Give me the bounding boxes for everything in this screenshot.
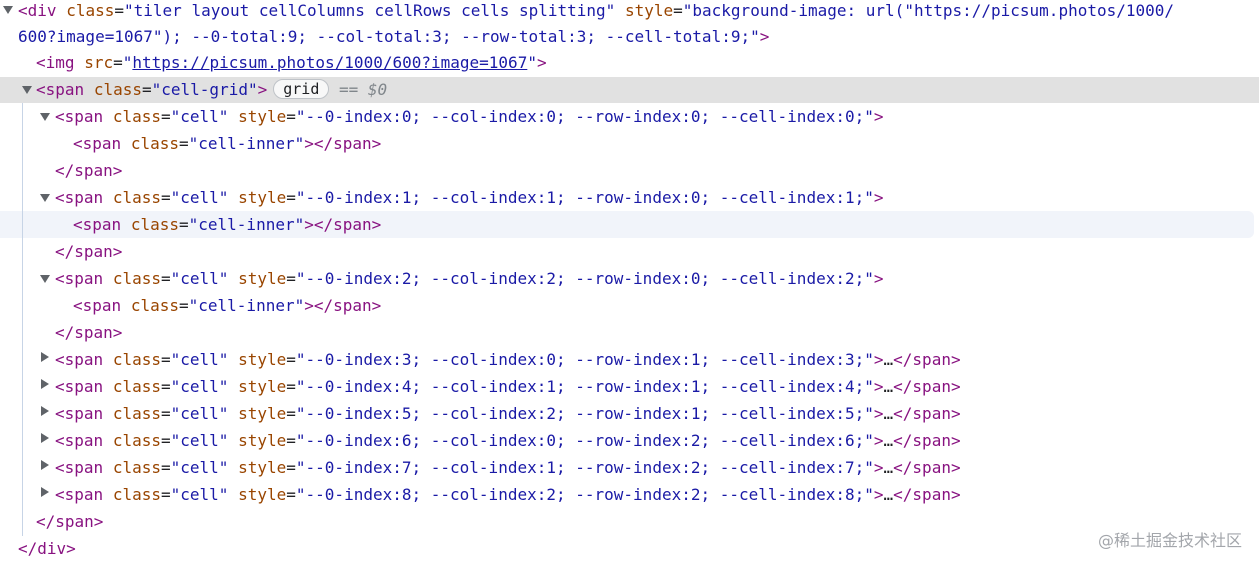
node-close-span[interactable]: </span> bbox=[55, 242, 123, 261]
node-span-cell-inner[interactable]: <span class="cell-inner"></span> bbox=[73, 215, 382, 234]
attr-value-style: --0-index:4; --col-index:1; --row-index:… bbox=[305, 377, 865, 396]
node-span-cell-collapsed[interactable]: <span class="cell" style="--0-index:5; -… bbox=[55, 404, 961, 423]
attr-value-class: cell bbox=[180, 377, 219, 396]
attr-value-class: cell bbox=[180, 269, 219, 288]
triangle-right-icon[interactable] bbox=[41, 433, 49, 443]
node-close-span[interactable]: </span> bbox=[55, 161, 123, 180]
attr-value-style: --0-index:7; --col-index:1; --row-index:… bbox=[305, 458, 865, 477]
attr-value-class: cell bbox=[180, 404, 219, 423]
node-span-cell-inner[interactable]: <span class="cell-inner"></span> bbox=[73, 296, 382, 315]
attr-value-class: cell bbox=[180, 350, 219, 369]
attr-value-style: --0-index:6; --col-index:0; --row-index:… bbox=[305, 431, 865, 450]
attr-value-style: --0-index:3; --col-index:0; --row-index:… bbox=[305, 350, 865, 369]
node-span-cell[interactable]: <span class="cell" style="--0-index:2; -… bbox=[55, 269, 884, 288]
attr-value-style: --0-index:5; --col-index:2; --row-index:… bbox=[305, 404, 865, 423]
node-div-tiler-open[interactable]: <div class="tiler layout cellColumns cel… bbox=[18, 1, 1175, 20]
attr-value-style: --0-index:1; --col-index:1; --row-index:… bbox=[305, 188, 865, 207]
attr-value-style: background-image: url("https://picsum.ph… bbox=[692, 1, 1175, 20]
triangle-down-icon[interactable] bbox=[3, 6, 13, 14]
grid-badge[interactable]: grid bbox=[273, 79, 330, 99]
attr-value-style: --0-index:8; --col-index:2; --row-index:… bbox=[305, 485, 865, 504]
attr-value-style-cont: 600?image=1067"); --0-total:9; --col-tot… bbox=[18, 27, 751, 46]
watermark-text: @稀土掘金技术社区 bbox=[1097, 531, 1242, 550]
triangle-right-icon[interactable] bbox=[41, 379, 49, 389]
triangle-down-icon[interactable] bbox=[22, 86, 32, 94]
triangle-right-icon[interactable] bbox=[41, 460, 49, 470]
node-span-cell[interactable]: <span class="cell" style="--0-index:0; -… bbox=[55, 107, 884, 126]
triangle-down-icon[interactable] bbox=[40, 275, 50, 283]
node-span-cell-inner[interactable]: <span class="cell-inner"></span> bbox=[73, 134, 382, 153]
tag-name: div bbox=[27, 1, 57, 20]
attr-value-class: cell-grid bbox=[161, 80, 248, 99]
node-close-div[interactable]: </div> bbox=[18, 539, 76, 558]
attr-value-class: cell-inner bbox=[198, 134, 295, 153]
node-span-cell-collapsed[interactable]: <span class="cell" style="--0-index:7; -… bbox=[55, 458, 961, 477]
node-close-span-cell-grid[interactable]: </span> bbox=[36, 512, 104, 531]
node-span-cell-collapsed[interactable]: <span class="cell" style="--0-index:3; -… bbox=[55, 350, 961, 369]
triangle-down-icon[interactable] bbox=[40, 194, 50, 202]
collapsed-ellipsis[interactable]: … bbox=[883, 377, 894, 396]
node-span-cell-grid[interactable]: <span class="cell-grid">grid == $0 bbox=[36, 79, 388, 99]
tag-name: img bbox=[45, 53, 75, 72]
triangle-down-icon[interactable] bbox=[40, 113, 50, 121]
attr-value-class: cell-inner bbox=[198, 296, 295, 315]
node-div-tiler-open-wrap[interactable]: 600?image=1067"); --0-total:9; --col-tot… bbox=[18, 27, 770, 46]
attr-value-class: tiler layout cellColumns cellRows cells … bbox=[133, 1, 606, 20]
node-span-cell[interactable]: <span class="cell" style="--0-index:1; -… bbox=[55, 188, 884, 207]
attr-value-class: cell bbox=[180, 107, 219, 126]
triangle-right-icon[interactable] bbox=[41, 406, 49, 416]
node-img[interactable]: <img src="https://picsum.photos/1000/600… bbox=[36, 53, 547, 72]
attr-value-style: --0-index:2; --col-index:2; --row-index:… bbox=[305, 269, 865, 288]
hovered-row-highlight bbox=[0, 211, 1254, 238]
attr-value-class: cell bbox=[180, 431, 219, 450]
node-span-cell-collapsed[interactable]: <span class="cell" style="--0-index:6; -… bbox=[55, 431, 961, 450]
triangle-right-icon[interactable] bbox=[41, 487, 49, 497]
triangle-right-icon[interactable] bbox=[41, 352, 49, 362]
node-span-cell-collapsed[interactable]: <span class="cell" style="--0-index:4; -… bbox=[55, 377, 961, 396]
collapsed-ellipsis[interactable]: … bbox=[883, 485, 894, 504]
collapsed-ellipsis[interactable]: … bbox=[883, 458, 894, 477]
img-src-link[interactable]: https://picsum.photos/1000/600?image=106… bbox=[132, 53, 528, 72]
attr-value-class: cell bbox=[180, 188, 219, 207]
indent-guide-line bbox=[22, 103, 23, 536]
collapsed-ellipsis[interactable]: … bbox=[883, 431, 894, 450]
attr-value-class: cell-inner bbox=[198, 215, 295, 234]
selected-node-marker: == $0 bbox=[339, 80, 388, 99]
attr-value-style: --0-index:0; --col-index:0; --row-index:… bbox=[305, 107, 865, 126]
attr-name: class bbox=[66, 1, 115, 20]
attr-value-class: cell bbox=[180, 485, 219, 504]
node-span-cell-collapsed[interactable]: <span class="cell" style="--0-index:8; -… bbox=[55, 485, 961, 504]
attr-name: style bbox=[624, 1, 674, 20]
collapsed-ellipsis[interactable]: … bbox=[883, 404, 894, 423]
selected-row-highlight bbox=[0, 77, 1259, 103]
attr-value-class: cell bbox=[180, 458, 219, 477]
collapsed-ellipsis[interactable]: … bbox=[883, 350, 894, 369]
tag-name: span bbox=[45, 80, 85, 99]
node-close-span[interactable]: </span> bbox=[55, 323, 123, 342]
